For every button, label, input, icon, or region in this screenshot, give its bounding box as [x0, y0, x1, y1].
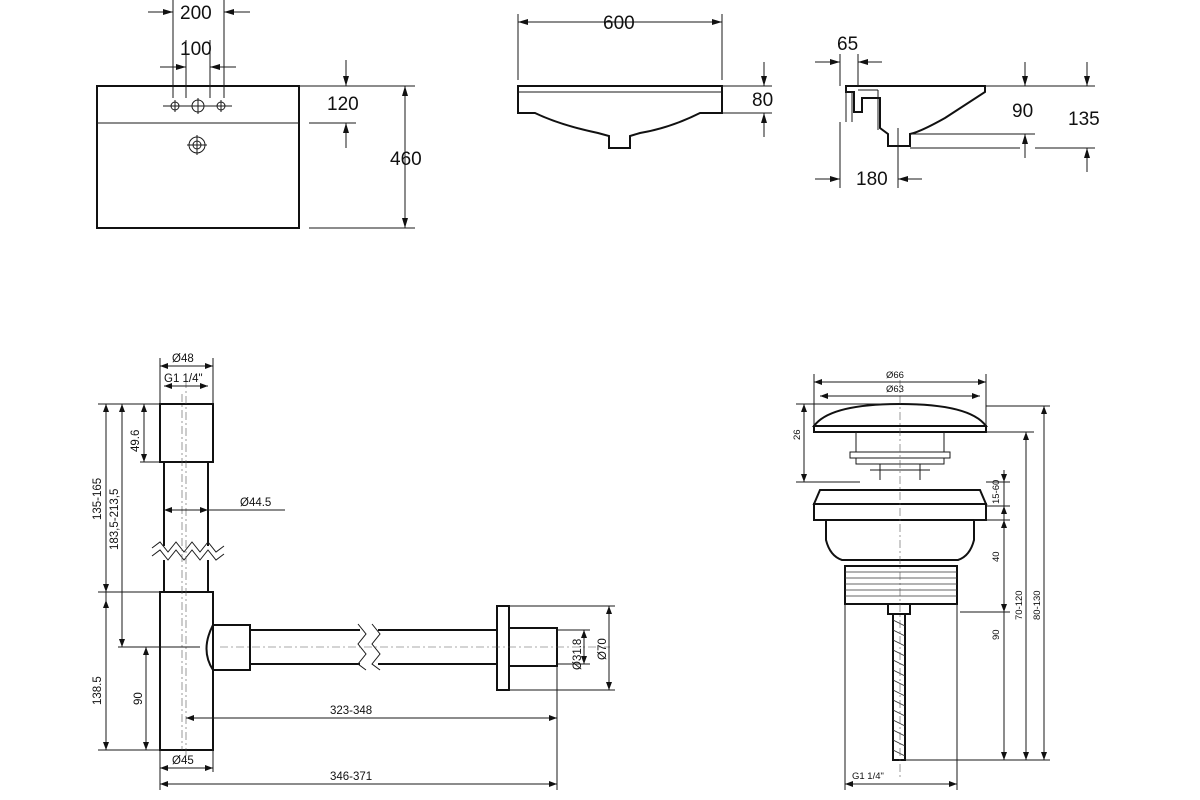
dim-120-label: 120 [327, 94, 359, 115]
siphon-drawing: Ø48 G1 1/4" 49.6 135-165 183,5-213,5 Ø44… [92, 353, 615, 790]
siphon-d48-label: Ø48 [172, 353, 194, 365]
basin-top-view: 200 100 120 460 [96, 0, 422, 229]
siphon-d44-label: Ø44.5 [240, 497, 271, 509]
valve-d63-label: Ø63 [886, 384, 904, 395]
drain-valve-drawing: Ø66 Ø63 26 15-60 40 90 [792, 370, 1050, 790]
dim-460-label: 460 [390, 149, 422, 170]
siphon-g1-label: G1 1/4" [164, 373, 203, 385]
siphon-d70-label: Ø70 [597, 638, 609, 660]
dim-135-label: 135 [1068, 109, 1100, 130]
siphon-h90-label: 90 [133, 692, 145, 705]
siphon-h138-label: 138.5 [92, 676, 104, 705]
dim-100-label: 100 [180, 39, 212, 60]
dim-600-label: 600 [603, 13, 635, 34]
valve-g1-label: G1 1/4" [852, 771, 884, 782]
valve-h90-label: 90 [991, 629, 1002, 640]
valve-h80-label: 80-130 [1032, 590, 1043, 620]
valve-d66-label: Ø66 [886, 370, 904, 381]
valve-h70-label: 70-120 [1014, 590, 1025, 620]
dim-90-label: 90 [1012, 101, 1033, 122]
siphon-h49-label: 49.6 [130, 430, 142, 452]
siphon-l346-label: 346-371 [330, 771, 372, 783]
dim-180-label: 180 [856, 169, 888, 190]
basin-side-view: 65 90 135 180 [815, 34, 1100, 190]
dim-200-label: 200 [180, 3, 212, 24]
siphon-d31-label: Ø31.8 [572, 639, 584, 670]
basin-front-view: 600 80 [517, 13, 773, 149]
siphon-l323-label: 323-348 [330, 705, 372, 717]
valve-h40-label: 40 [991, 551, 1002, 562]
siphon-d45-label: Ø45 [172, 755, 194, 767]
dim-65-label: 65 [837, 34, 858, 55]
siphon-h183-label: 183,5-213,5 [109, 489, 121, 550]
valve-h15-label: 15-60 [991, 480, 1002, 504]
siphon-h135-label: 135-165 [92, 478, 104, 520]
dim-80-label: 80 [752, 90, 773, 111]
valve-h26-label: 26 [792, 429, 803, 440]
